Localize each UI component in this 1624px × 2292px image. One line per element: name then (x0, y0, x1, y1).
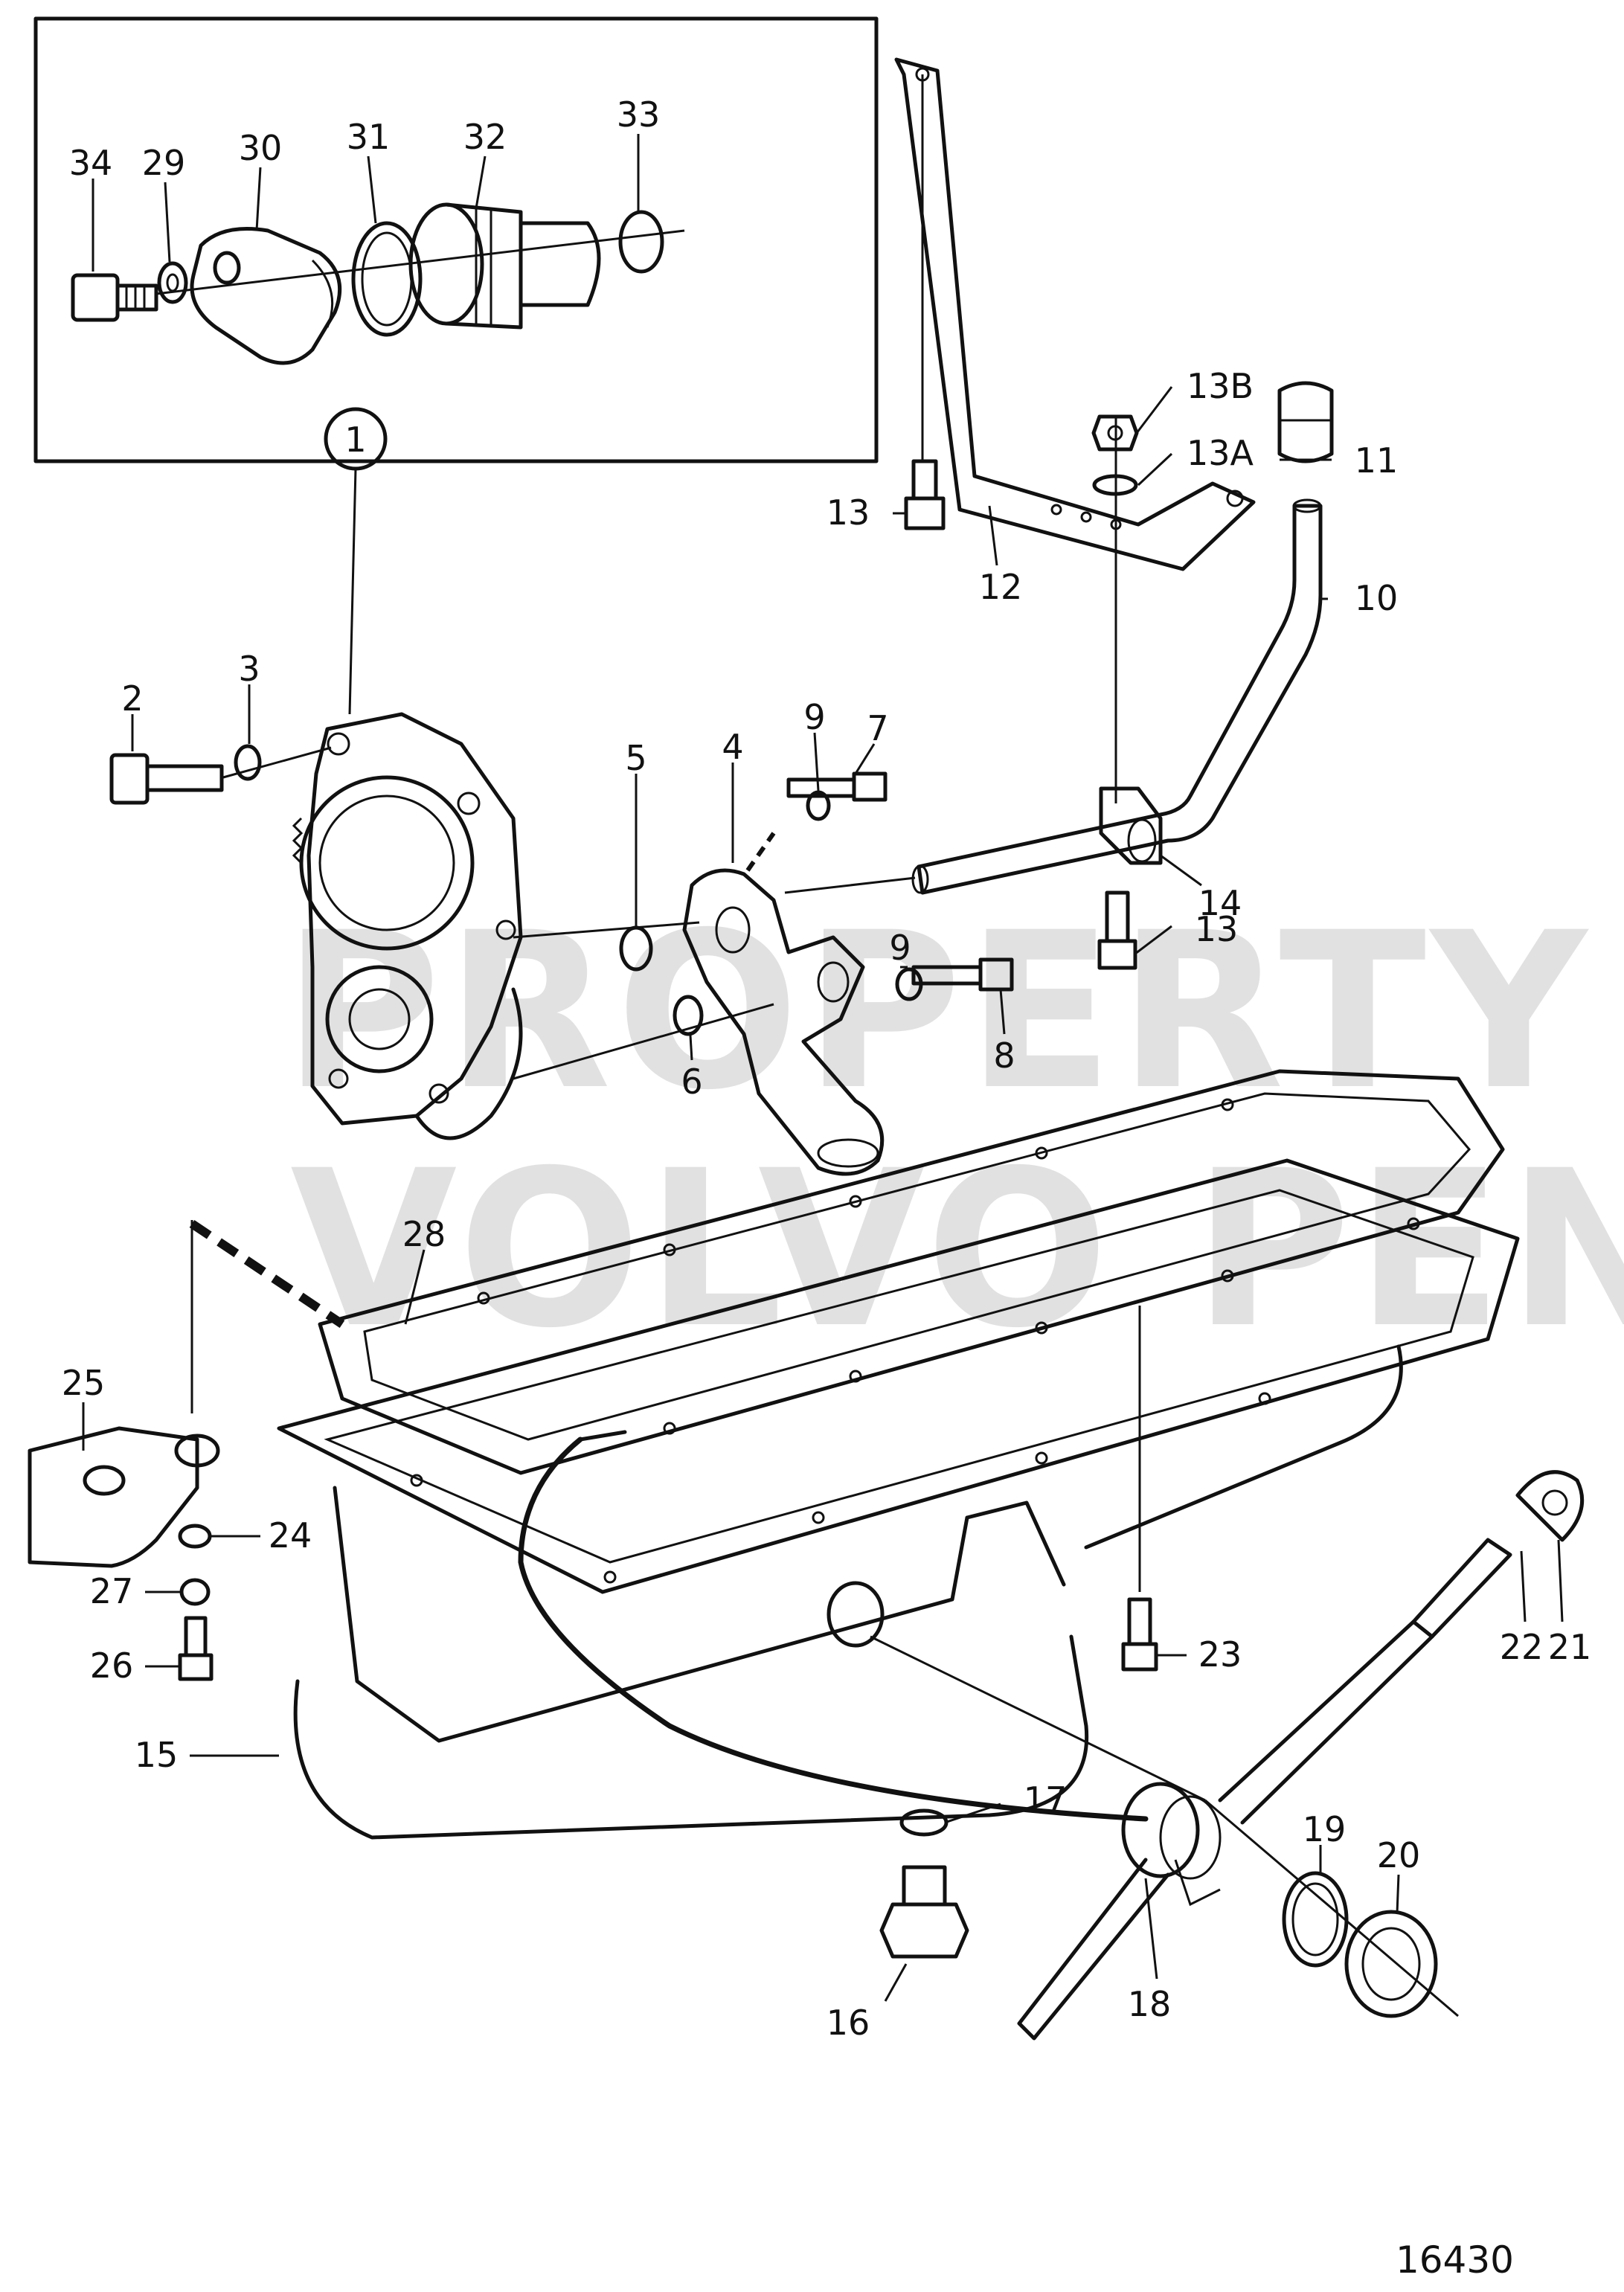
oil-pipe-10 (911, 498, 1323, 895)
dipstick-guide-18 (1017, 1620, 1434, 2041)
callout-30: 30 (239, 128, 283, 168)
bolt-34 (71, 273, 158, 322)
dipstick-handle-21 (1515, 1470, 1585, 1542)
seal-ring-19 (1282, 1871, 1349, 1968)
callout-14: 14 (1198, 883, 1242, 923)
bolt-26 (178, 1616, 214, 1681)
spacer-27 (179, 1578, 211, 1606)
callout-10: 10 (1355, 578, 1399, 618)
callout-25: 25 (62, 1363, 106, 1403)
watermark-line1: PROPERTY OF (283, 887, 1624, 1137)
oil-pump-1 (292, 712, 523, 1140)
bracket-mount-path (189, 1220, 345, 1328)
nut-11 (1277, 381, 1334, 463)
leader-lines (82, 386, 1564, 2002)
bolt-13-lower (1097, 890, 1137, 970)
callout-21: 21 (1548, 1627, 1592, 1667)
drain-plug-16 (879, 1865, 969, 1959)
nut-13B (1091, 414, 1139, 452)
callout-34: 34 (69, 143, 113, 183)
callout-11: 11 (1355, 440, 1399, 481)
washer-9-upper (806, 790, 831, 821)
bolt-13-upper (904, 459, 946, 530)
washer-29 (157, 261, 188, 304)
callout-3: 3 (238, 649, 260, 689)
washer-9-lower (895, 967, 923, 1001)
watermark: PROPERTY OF VOLVO PENTA (283, 887, 1624, 1375)
bracket-12 (894, 57, 1256, 571)
callout-17: 17 (1024, 1779, 1068, 1820)
dipstick-22 (1411, 1538, 1512, 1639)
watermark-line2: VOLVO PENTA (290, 1125, 1624, 1375)
callout-13-upper: 13 (827, 492, 870, 533)
callout-18: 18 (1128, 1984, 1172, 2024)
callout-24: 24 (269, 1515, 312, 1556)
dipstick-route (518, 1436, 1149, 1822)
seal-17 (899, 1808, 949, 1837)
callout-4: 4 (722, 727, 743, 767)
callout-13B: 13B (1187, 366, 1254, 406)
callout-29: 29 (142, 143, 186, 183)
inset-axis-line (155, 229, 685, 295)
nut-20 (1344, 1910, 1438, 2018)
callout-1: 1 (344, 420, 366, 460)
callout-26: 26 (90, 1646, 134, 1686)
dipstick-route-arrow (578, 1430, 627, 1442)
callout-28: 28 (402, 1214, 446, 1254)
callout-19: 19 (1303, 1809, 1347, 1849)
callout-2: 2 (121, 678, 143, 719)
callout-22: 22 (1500, 1627, 1544, 1667)
valve-body-32 (408, 202, 601, 330)
bolt-path-dashed (745, 832, 776, 872)
washer-24 (178, 1524, 212, 1549)
callout-12: 12 (979, 567, 1023, 607)
bolt-2 (109, 753, 224, 805)
oil-sump-15 (277, 1158, 1520, 1840)
cover-30 (190, 227, 342, 365)
callout-8: 8 (993, 1036, 1015, 1076)
washer-13A (1092, 474, 1138, 496)
callout-33: 33 (617, 94, 661, 135)
callout-13A: 13A (1187, 433, 1254, 473)
gasket-28 (318, 1069, 1505, 1475)
inset-valve-assembly (33, 16, 879, 463)
o-ring-6 (673, 995, 704, 1036)
bolt-7 (786, 771, 888, 802)
callout-labels: 1 2 3 4 5 6 7 8 9 9 10 11 12 13 13 13A 1… (62, 94, 1592, 2043)
callout-7: 7 (867, 708, 888, 748)
callout-9-upper: 9 (803, 697, 825, 737)
inset-frame (33, 16, 879, 463)
callout-27: 27 (90, 1571, 134, 1611)
callout-6: 6 (681, 1062, 702, 1102)
clamp-14 (1099, 786, 1163, 865)
bolt-8 (911, 957, 1014, 992)
callout-23: 23 (1198, 1634, 1242, 1675)
callout-5: 5 (625, 738, 646, 778)
callout-32: 32 (463, 117, 507, 157)
washer-3 (234, 744, 262, 781)
callout-16: 16 (827, 2003, 870, 2043)
bolt-23 (1121, 1597, 1158, 1672)
callout-15: 15 (135, 1735, 179, 1775)
callout-31: 31 (347, 117, 391, 157)
suction-pipe-4 (682, 868, 885, 1176)
figure-number: 16430 (1396, 2238, 1514, 2282)
bracket-25 (28, 1426, 220, 1568)
callout-9-lower: 9 (889, 928, 911, 968)
callout-13-lower: 13 (1195, 909, 1239, 949)
o-ring-31 (351, 221, 423, 337)
o-ring-33 (618, 210, 664, 274)
callout-20: 20 (1377, 1835, 1421, 1875)
